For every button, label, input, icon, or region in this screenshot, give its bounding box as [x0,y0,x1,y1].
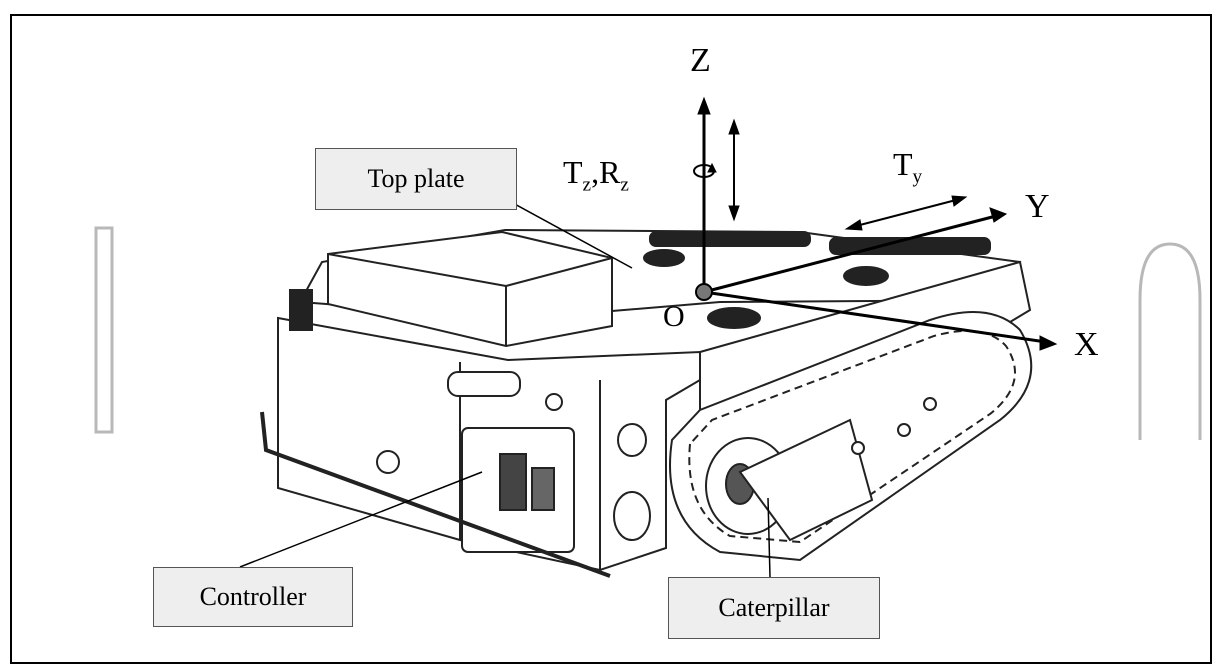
origin-point [695,283,713,301]
ty-main: T [893,146,913,182]
x-axis-label: X [1074,326,1099,363]
tz-rz-sub: z [582,174,592,196]
robot-body [260,228,1033,578]
rz-rotation-arrowhead [707,162,717,173]
leader-controller [239,471,483,568]
top-pad-spot [643,249,685,267]
watermark-stroke [94,226,114,434]
corner-connector [613,491,651,541]
top-box-edge [327,253,507,287]
idler-bolt [923,397,937,411]
top-box [327,230,613,348]
tz-rz-motion-label: Tz,Rz [563,156,629,195]
controller-switch [531,467,555,511]
watermark [94,226,1202,440]
leader-lines [239,195,771,578]
rz-rotation-arrow [693,162,717,178]
top-pad [649,231,811,247]
top-plate-label: Top plate [315,148,517,210]
wheel-cover [738,418,874,542]
watermark-stroke [1138,242,1202,440]
tz-rz-sep: ,R [591,154,621,190]
y-axis-label: Y [1025,188,1050,225]
leader-top-plate [499,195,633,269]
top-pad-spot [707,307,761,329]
controller-label: Controller [153,567,353,627]
top-pad-spot [843,266,889,286]
tz-rz-sub: z [620,174,629,196]
origin-label: O [663,300,685,333]
connector-knob [545,393,563,411]
ty-motion-label: Ty [893,148,922,187]
leader-caterpillar [767,497,771,578]
z-axis-label: Z [690,42,711,79]
idler-bolt [897,423,911,437]
tz-arrowhead-up [728,118,740,135]
bumper-rail [260,411,611,578]
tz-arrow [728,118,740,222]
left-bumper [289,289,313,331]
tz-arrowhead-down [728,205,740,222]
idler-bolt [851,441,865,455]
y-axis-line [703,214,997,294]
ty-arrow [844,195,968,231]
ty-sub: y [912,166,923,188]
coordinate-axes [695,96,1058,351]
top-box-edge [505,257,613,287]
ty-arrow-shaft [855,199,957,227]
caterpillar-label: Caterpillar [668,577,880,639]
controller-switch [499,453,527,511]
tz-rz-main: T [563,154,583,190]
fastener [376,450,400,474]
connector-port [447,371,521,397]
y-axis-arrowhead [989,207,1008,223]
ty-arrowhead-left [844,219,863,231]
x-axis-arrowhead [1039,335,1058,351]
x-axis-line [703,290,1047,344]
corner-connector [617,423,647,457]
ty-arrowhead-right [951,195,968,207]
z-axis-arrowhead [697,96,711,115]
